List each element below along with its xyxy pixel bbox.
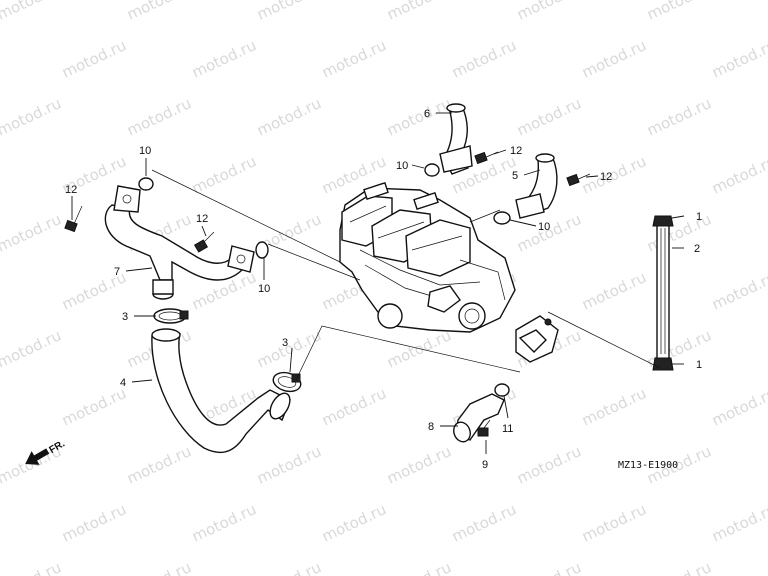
assembly-lines <box>151 169 661 381</box>
watermark-text: motod.ru <box>384 94 454 139</box>
watermark-text: motod.ru <box>449 500 519 545</box>
watermark-text: motod.ru <box>709 268 768 313</box>
watermark-text: motod.ru <box>514 558 584 576</box>
watermark-text: motod.ru <box>579 268 649 313</box>
front-label: FR. <box>47 438 67 456</box>
watermark-text: motod.ru <box>124 94 194 139</box>
watermark-text: motod.ru <box>579 152 649 197</box>
bolt-9 <box>477 419 491 437</box>
callout-11: 11 <box>502 423 513 435</box>
o-ring-11 <box>494 383 510 397</box>
o-ring-10-b <box>255 241 269 259</box>
callout-5: 5 <box>512 170 518 182</box>
watermark-text: motod.ru <box>319 384 389 429</box>
callout-12-c: 12 <box>510 145 522 157</box>
watermark-text: motod.ru <box>0 0 64 24</box>
callout-12-d: 12 <box>600 171 612 183</box>
watermark-text: motod.ru <box>709 384 768 429</box>
water-pipe-5 <box>515 153 558 219</box>
watermark-text: motod.ru <box>254 326 324 371</box>
hose-clamp-3-mid <box>272 371 302 393</box>
tube-cap-1-top <box>652 215 674 227</box>
watermark-text: motod.ru <box>644 94 714 139</box>
callout-1-top: 1 <box>696 211 702 223</box>
bolt-12-upper-a <box>474 151 499 165</box>
callout-8: 8 <box>428 421 434 433</box>
watermark-text: motod.ru <box>124 558 194 576</box>
callout-labels: 1 1 2 3 3 4 5 6 7 8 9 10 10 10 10 11 12 … <box>65 108 702 471</box>
watermark-text: motod.ru <box>579 36 649 81</box>
watermark-text: motod.ru <box>514 442 584 487</box>
watermark-text: motod.ru <box>384 0 454 24</box>
watermark-text: motod.ru <box>59 36 129 81</box>
watermark-text: motod.ru <box>644 558 714 576</box>
watermark-text: motod.ru <box>709 152 768 197</box>
water-pipe-7 <box>104 185 255 300</box>
watermark-text: motod.ru <box>189 152 259 197</box>
watermark-text: motod.ru <box>319 36 389 81</box>
watermark-text: motod.ru <box>254 94 324 139</box>
watermark-text: motod.ru <box>709 500 768 545</box>
callout-9: 9 <box>482 459 488 471</box>
callout-4: 4 <box>120 377 126 389</box>
thermostat-housing <box>515 315 559 363</box>
watermark-text: motod.ru <box>384 558 454 576</box>
watermark-text: motod.ru <box>514 0 584 24</box>
watermark-text: motod.ru <box>579 500 649 545</box>
bolt-12-left <box>64 205 83 233</box>
watermark-text: motod.ru <box>449 36 519 81</box>
watermark-text: motod.ru <box>124 0 194 24</box>
callout-2: 2 <box>694 243 700 255</box>
callout-10-d: 10 <box>538 221 550 233</box>
callout-10-c: 10 <box>396 160 408 172</box>
watermark-text: motod.ru <box>0 94 64 139</box>
watermark-text: motod.ru <box>644 0 714 24</box>
watermark-text: motod.ru <box>124 442 194 487</box>
watermark-text: motod.ru <box>189 500 259 545</box>
watermark-text: motod.ru <box>59 500 129 545</box>
hose-clamp-3-left <box>153 308 189 324</box>
callout-1-bottom: 1 <box>696 359 702 371</box>
watermark-text: motod.ru <box>579 384 649 429</box>
watermark-text: motod.ru <box>254 558 324 576</box>
watermark-text: motod.ru <box>0 558 64 576</box>
watermark-text: motod.ru <box>709 36 768 81</box>
watermark-text: motod.ru <box>59 384 129 429</box>
callout-6: 6 <box>424 108 430 120</box>
o-ring-10-a <box>138 177 154 191</box>
bolt-12-center <box>193 231 215 253</box>
engine-block <box>339 181 516 333</box>
callout-10-b: 10 <box>258 283 270 295</box>
watermark-text: motod.ru <box>514 94 584 139</box>
tube-cap-1-bottom <box>652 357 674 371</box>
callout-leaders <box>71 112 685 454</box>
callout-12-a: 12 <box>65 184 77 196</box>
watermark-text: motod.ru <box>0 210 64 255</box>
watermark-text: motod.ru <box>384 442 454 487</box>
callout-3-left: 3 <box>122 311 128 323</box>
callout-3-mid: 3 <box>282 337 288 349</box>
callout-10-a: 10 <box>139 145 151 157</box>
o-ring-10-d <box>493 211 511 225</box>
water-pipe-8 <box>453 393 505 443</box>
water-hose-4 <box>151 328 291 453</box>
watermark-text: motod.ru <box>0 326 64 371</box>
water-pipe-6 <box>439 103 473 175</box>
watermark-text: motod.ru <box>254 442 324 487</box>
front-arrow-icon <box>25 448 50 465</box>
callout-12-b: 12 <box>196 213 208 225</box>
bolt-12-upper-b <box>566 173 591 187</box>
watermark-text: motod.ru <box>254 0 324 24</box>
o-ring-10-c <box>424 163 440 177</box>
watermark-text: motod.ru <box>189 36 259 81</box>
watermark-text: motod.ru <box>384 326 454 371</box>
breather-tube-2 <box>656 221 670 361</box>
diagram-code: MZ13-E1900 <box>618 460 678 471</box>
callout-7: 7 <box>114 266 120 278</box>
watermark-text: motod.ru <box>319 500 389 545</box>
